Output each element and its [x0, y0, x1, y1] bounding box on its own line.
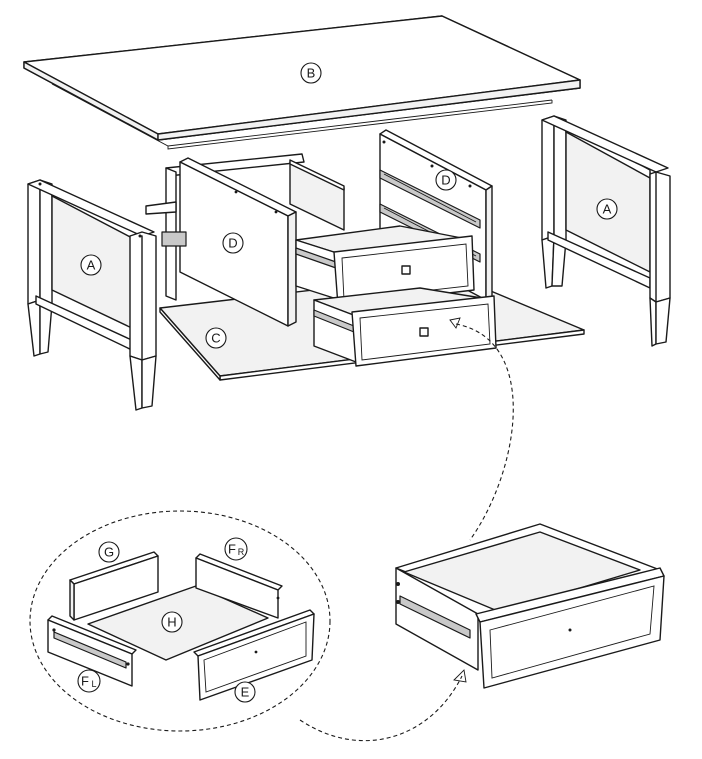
drawer-front-panel [193, 609, 315, 701]
label-a-right-text: A [603, 202, 612, 217]
label-fr-text: F [228, 542, 236, 557]
label-fl-sub: L [91, 679, 96, 689]
callout-arrow [299, 317, 514, 742]
label-d-left: D [222, 232, 244, 254]
label-a-left-text: A [87, 258, 96, 273]
label-b-text: B [307, 66, 316, 81]
table-top-panel [23, 15, 581, 150]
label-h: H [161, 611, 183, 633]
drawer-back-panel [69, 551, 159, 621]
label-c-text: C [211, 331, 220, 346]
drawer-side-left [47, 615, 137, 687]
label-a-left: A [80, 254, 102, 276]
label-fr: F R [224, 537, 248, 561]
upper-drawer [295, 225, 475, 307]
label-g: G [98, 541, 120, 563]
label-c: C [205, 327, 227, 349]
label-e: E [234, 681, 256, 703]
left-leg-frame [27, 179, 157, 411]
label-g-text: G [104, 545, 114, 560]
right-leg-frame [541, 115, 671, 347]
label-h-text: H [167, 615, 176, 630]
drawer-parts-ellipse [29, 510, 331, 732]
label-d-left-text: D [228, 236, 237, 251]
label-fr-sub: R [238, 547, 245, 557]
label-fl: F L [77, 669, 101, 693]
label-a-right: A [596, 198, 618, 220]
assembled-drawer [395, 523, 665, 689]
label-e-text: E [241, 685, 250, 700]
label-d-right: D [435, 169, 457, 191]
label-b: B [300, 62, 322, 84]
label-fl-text: F [81, 674, 89, 689]
lower-drawer [313, 287, 497, 367]
label-d-right-text: D [441, 173, 450, 188]
drawer-side-right [195, 553, 283, 619]
